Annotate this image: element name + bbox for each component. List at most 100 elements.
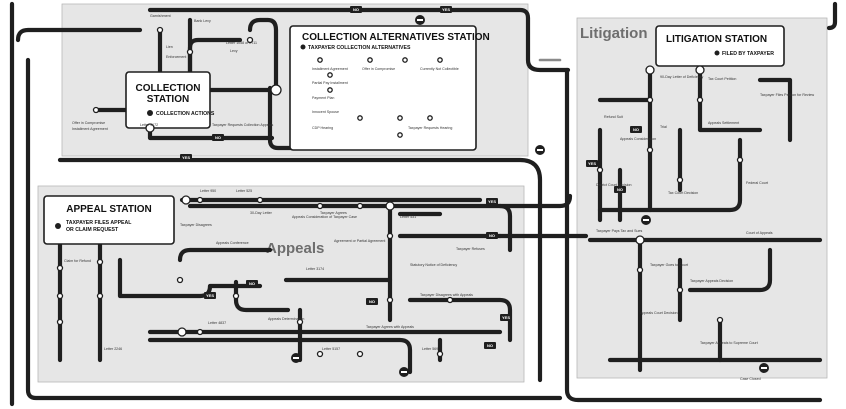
stop[interactable] <box>256 196 264 204</box>
stop[interactable] <box>386 296 394 304</box>
stop[interactable] <box>356 202 364 210</box>
stop[interactable] <box>397 132 403 138</box>
stop[interactable] <box>317 57 323 63</box>
stop[interactable] <box>92 106 100 114</box>
stop[interactable] <box>56 318 64 326</box>
stop[interactable] <box>356 350 364 358</box>
stop[interactable] <box>446 296 454 304</box>
appeals-line-lower <box>147 337 413 375</box>
stop[interactable] <box>56 264 64 272</box>
interchange[interactable] <box>270 84 282 96</box>
litigation-label: Appeals Consideration <box>620 137 656 141</box>
yes-tag[interactable]: YES <box>204 292 216 299</box>
stop[interactable] <box>196 328 204 336</box>
collection-label: Enforcement <box>166 55 186 59</box>
litigation-label: Court of Appeals <box>746 231 773 235</box>
yes-tag[interactable]: YES <box>440 6 452 13</box>
collection-station[interactable]: COLLECTION STATION COLLECTION ACTIONS <box>125 71 215 129</box>
interchange[interactable] <box>695 65 705 75</box>
appeal-station-subtitle-2: OR CLAIM REQUEST <box>66 227 119 233</box>
no-tag[interactable]: NO <box>630 126 642 133</box>
stop[interactable] <box>327 87 333 93</box>
no-tag[interactable]: NO <box>212 134 224 141</box>
interchanges <box>145 65 705 337</box>
stop[interactable] <box>296 318 304 326</box>
alternatives-label: Offer in Compromise <box>362 67 395 71</box>
interchange[interactable] <box>645 65 655 75</box>
lit-line-2 <box>697 67 763 133</box>
yes-tag[interactable]: YES <box>500 314 512 321</box>
stop[interactable] <box>156 26 164 34</box>
no-tag[interactable]: NO <box>486 232 498 239</box>
stop[interactable] <box>676 176 684 184</box>
litigation-label: Appeals Settlement <box>708 121 739 125</box>
stop[interactable] <box>676 286 684 294</box>
appeals-label: Letter 569 <box>422 347 438 351</box>
litigation-station[interactable]: LITIGATION STATION FILED BY TAXPAYER <box>655 25 785 67</box>
interchange[interactable] <box>177 327 187 337</box>
no-tag[interactable]: NO <box>614 186 626 193</box>
stop[interactable] <box>696 96 704 104</box>
stop[interactable] <box>397 115 403 121</box>
interchange[interactable] <box>635 235 645 245</box>
stop[interactable] <box>186 48 194 56</box>
stop[interactable] <box>357 115 363 121</box>
collection-label: Offer in Compromise <box>72 121 105 125</box>
collection-label: Taxpayer Requests Collection Appeals <box>212 123 274 127</box>
alternatives-station[interactable]: COLLECTION ALTERNATIVES STATION TAXPAYER… <box>289 25 490 151</box>
appeals-label: Taxpayer Agrees <box>320 211 347 215</box>
appeals-label: Letter 4837 <box>208 321 226 325</box>
stop[interactable] <box>327 72 333 78</box>
litigation-station-subtitle: FILED BY TAXPAYER <box>722 51 774 57</box>
no-tag[interactable]: NO <box>366 298 378 305</box>
interchange[interactable] <box>181 195 191 205</box>
stop[interactable] <box>316 350 324 358</box>
stop[interactable] <box>316 202 324 210</box>
bottom-label: Taxpayer Goes to Court <box>650 263 688 267</box>
stop[interactable] <box>716 316 724 324</box>
decision-tags: NO YES YES NO NO YES NO NO YES NO NO YES… <box>180 6 642 349</box>
interchange[interactable] <box>145 123 155 133</box>
svg-text:NO: NO <box>215 135 221 140</box>
collection-station-subtitle: COLLECTION ACTIONS <box>156 111 215 117</box>
yes-tag[interactable]: YES <box>586 160 598 167</box>
no-tag[interactable]: NO <box>246 280 258 287</box>
yes-tag[interactable]: NO <box>350 6 362 13</box>
stops <box>56 26 744 358</box>
top-line <box>147 7 571 73</box>
stop[interactable] <box>736 156 744 164</box>
stop[interactable] <box>96 292 104 300</box>
alternatives-label: Innocent Spouse <box>312 110 339 114</box>
appeals-label: Letter 2246 <box>104 347 122 351</box>
stop[interactable] <box>246 36 254 44</box>
yes-tag[interactable]: YES <box>486 198 498 205</box>
stop[interactable] <box>232 292 240 300</box>
stop[interactable] <box>437 57 443 63</box>
appeals-zone-title: Appeals <box>266 240 324 257</box>
bottom-label: Taxpayer Appeals Decision <box>690 279 733 283</box>
stop[interactable] <box>646 96 654 104</box>
collection-line-3 <box>247 17 279 93</box>
stop[interactable] <box>196 196 204 204</box>
no-tag[interactable]: NO <box>484 342 496 349</box>
appeal-station[interactable]: APPEAL STATION TAXPAYER FILES APPEAL OR … <box>43 195 175 245</box>
stop[interactable] <box>636 266 644 274</box>
stop[interactable] <box>646 146 654 154</box>
stop[interactable] <box>402 57 408 63</box>
stop[interactable] <box>367 57 373 63</box>
stop[interactable] <box>427 115 433 121</box>
stop[interactable] <box>386 232 394 240</box>
stop[interactable] <box>96 258 104 266</box>
alternatives-label: Taxpayer Requests Hearing <box>408 126 452 130</box>
litigation-label: Tax Court Decision <box>668 191 698 195</box>
litigation-labels: 90-Day Letter of Deficiency Tax Court Pe… <box>596 75 815 235</box>
svg-text:YES: YES <box>442 7 450 12</box>
svg-text:YES: YES <box>502 315 510 320</box>
stop[interactable] <box>596 166 604 174</box>
stop[interactable] <box>56 292 64 300</box>
stop[interactable] <box>176 276 184 284</box>
yes-tag[interactable]: YES <box>180 154 192 161</box>
interchange[interactable] <box>385 201 395 211</box>
stop[interactable] <box>436 350 444 358</box>
